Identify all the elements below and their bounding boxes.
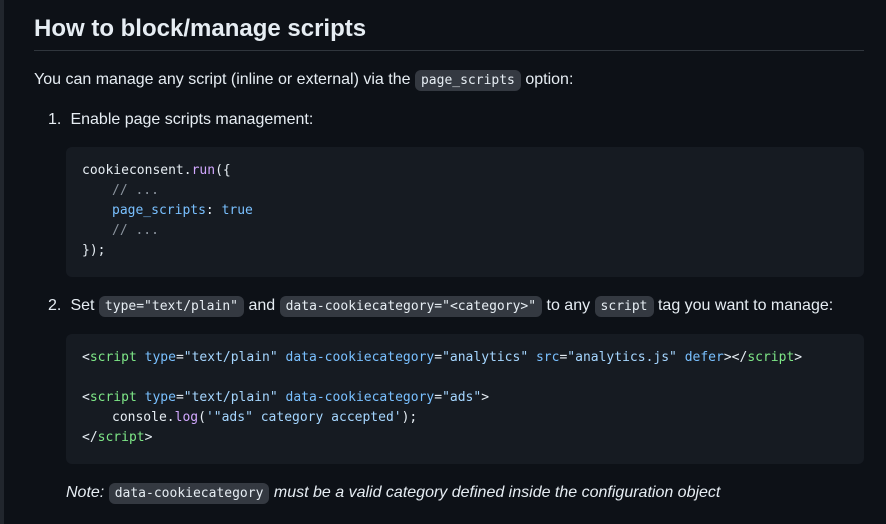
code-token-attr: defer	[684, 350, 724, 365]
left-border	[0, 0, 4, 524]
code-line: // ...	[82, 221, 848, 241]
code-token: </	[82, 430, 98, 445]
intro-text-end: option:	[525, 71, 574, 88]
code-token: <	[82, 350, 90, 365]
step-2-text: to any	[546, 297, 591, 314]
code-token: >	[794, 350, 803, 365]
inline-code-data-cookiecategory: data-cookiecategory	[108, 483, 270, 504]
inline-code-type: type="text/plain"	[98, 296, 244, 317]
step-2-text: tag you want to manage:	[657, 297, 834, 314]
code-token: console.	[112, 410, 175, 425]
code-token: (	[198, 410, 206, 425]
code-token-comment: // ...	[112, 223, 159, 238]
code-token-string: "analytics"	[442, 350, 529, 365]
code-token-property: page_scripts	[112, 203, 206, 218]
code-token-keyword: true	[221, 203, 253, 218]
code-token-attr: type	[144, 390, 176, 405]
intro-paragraph: You can manage any script (inline or ext…	[34, 68, 573, 93]
code-token-attr: data-cookiecategory	[285, 390, 435, 405]
code-token-tag: script	[747, 350, 795, 365]
code-token-string: "ads"	[442, 390, 482, 405]
code-token-function: run	[191, 163, 216, 178]
step-1-number: 1.	[48, 111, 62, 128]
code-line: <script type="text/plain" data-cookiecat…	[82, 348, 848, 368]
code-block-script-tags[interactable]: <script type="text/plain" data-cookiecat…	[66, 334, 864, 464]
code-token-string: "analytics.js"	[567, 350, 677, 365]
code-token: </	[731, 350, 748, 365]
code-token: >	[144, 430, 153, 445]
code-token: =	[175, 350, 184, 365]
step-1: 1. Enable page scripts management:	[48, 108, 313, 132]
step-2: 2. Set type="text/plain" and data-cookie…	[48, 294, 833, 319]
code-token	[137, 390, 145, 405]
code-token: =	[559, 350, 568, 365]
code-line: </script>	[82, 428, 848, 448]
inline-code-page-scripts: page_scripts	[414, 70, 521, 91]
code-token-tag: script	[89, 390, 137, 405]
code-token-comment: // ...	[112, 183, 159, 198]
inline-code-category: data-cookiecategory="<category>"	[279, 296, 543, 317]
code-token: =	[175, 390, 184, 405]
code-token	[137, 350, 145, 365]
code-token-tag: script	[89, 350, 137, 365]
code-token: ({	[215, 163, 231, 178]
step-2-number: 2.	[48, 297, 62, 314]
section-heading: How to block/manage scripts	[34, 14, 864, 51]
code-line-blank	[82, 368, 848, 388]
code-token: =	[434, 390, 443, 405]
code-token: >	[481, 390, 490, 405]
note-label: Note:	[66, 484, 105, 501]
code-token: );	[401, 410, 418, 425]
inline-code-script: script	[594, 296, 654, 317]
code-line: console.log('"ads" category accepted');	[82, 408, 848, 428]
note-paragraph: Note: data-cookiecategory must be a vali…	[66, 481, 720, 506]
code-token: =	[434, 350, 443, 365]
step-2-text: Set	[70, 297, 95, 314]
code-line: });	[82, 241, 848, 261]
note-text: must be a valid category defined inside …	[273, 484, 721, 501]
code-token-tag: script	[97, 430, 145, 445]
code-token-string: "text/plain"	[183, 350, 278, 365]
code-token-attr: src	[535, 350, 560, 365]
code-token	[278, 390, 286, 405]
code-line: <script type="text/plain" data-cookiecat…	[82, 388, 848, 408]
code-token	[677, 350, 685, 365]
code-token-string: "text/plain"	[183, 390, 278, 405]
code-token	[528, 350, 536, 365]
code-token-attr: data-cookiecategory	[285, 350, 435, 365]
code-token-attr: type	[144, 350, 176, 365]
code-token: cookieconsent.	[82, 163, 192, 178]
code-token: :	[205, 203, 222, 218]
code-token: >	[723, 350, 732, 365]
step-1-text: Enable page scripts management:	[70, 111, 314, 128]
code-token-function: log	[174, 410, 199, 425]
intro-text: You can manage any script (inline or ext…	[34, 71, 411, 88]
code-token: <	[82, 390, 90, 405]
step-2-text: and	[248, 297, 276, 314]
code-line: cookieconsent.run({	[82, 161, 848, 181]
code-line: // ...	[82, 181, 848, 201]
code-block-run-config[interactable]: cookieconsent.run({ // ... page_scripts: t…	[66, 147, 864, 277]
code-token	[278, 350, 286, 365]
code-line: page_scripts: true	[82, 201, 848, 221]
code-token: });	[82, 243, 106, 258]
code-token-string: '"ads" category accepted'	[205, 410, 402, 425]
